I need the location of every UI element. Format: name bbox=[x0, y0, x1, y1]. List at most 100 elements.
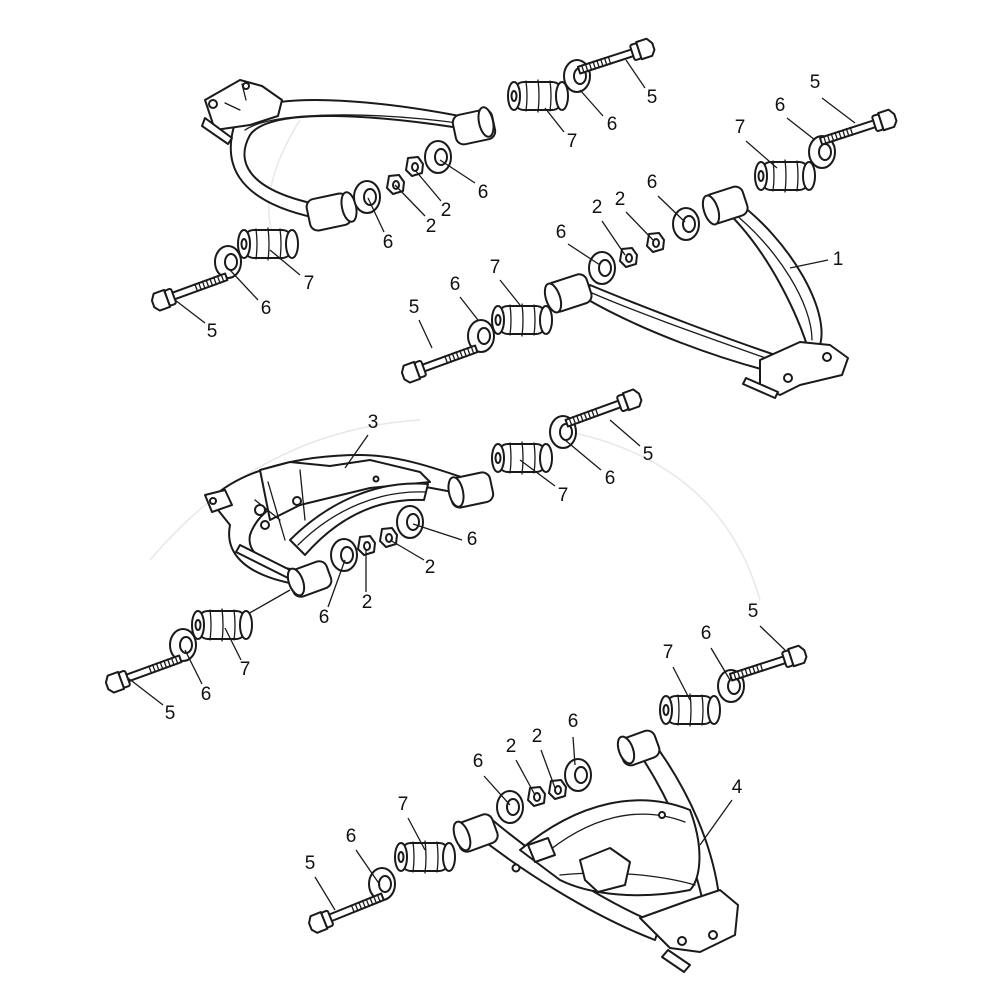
middle-arm bbox=[204, 454, 495, 598]
callout-label-c37: 2 bbox=[532, 726, 543, 747]
callout-label-c33: 5 bbox=[748, 601, 759, 622]
callout-label-c27: 2 bbox=[425, 557, 436, 578]
leader-line-c27 bbox=[389, 539, 425, 561]
leader-line-c29 bbox=[327, 559, 346, 608]
leader-line-c26 bbox=[412, 523, 463, 541]
leader-line-c41 bbox=[407, 817, 426, 851]
leader-line-c6 bbox=[745, 140, 778, 169]
callout-label-c29: 6 bbox=[319, 607, 330, 628]
washer-arm3-b bbox=[330, 538, 358, 572]
upper-arm-front bbox=[543, 185, 849, 399]
nut-arm1-a bbox=[405, 156, 424, 177]
callout-label-c20: 6 bbox=[450, 274, 461, 295]
bolt-arm2-front bbox=[398, 339, 481, 385]
nut-arm4-a bbox=[548, 779, 567, 800]
leader-line-c30 bbox=[224, 627, 242, 661]
washer-arm2-b bbox=[588, 251, 616, 285]
callout-label-c3: 7 bbox=[567, 131, 578, 152]
bolt-arm1-front bbox=[148, 267, 231, 313]
callout-label-c24: 6 bbox=[605, 468, 616, 489]
callout-label-c8: 2 bbox=[441, 200, 452, 221]
leader-line-c35 bbox=[672, 666, 691, 701]
callout-label-c28: 2 bbox=[362, 592, 373, 613]
callout-layer: 5675676226622617657653567622676556762264… bbox=[127, 59, 856, 911]
leader-line-c20 bbox=[459, 296, 479, 321]
leader-line-c9 bbox=[394, 184, 426, 217]
washer-arm1-front bbox=[214, 245, 242, 279]
leader-line-c36 bbox=[572, 736, 576, 766]
leader-line-c5 bbox=[786, 117, 816, 141]
axis-line-arm3 bbox=[245, 589, 291, 616]
leader-line-c32 bbox=[127, 677, 164, 706]
callout-label-c38: 2 bbox=[506, 736, 517, 757]
arm1-front-sleeve bbox=[305, 191, 358, 232]
callout-label-c42: 6 bbox=[346, 826, 357, 847]
leader-line-c19 bbox=[499, 279, 521, 306]
callout-label-c18: 5 bbox=[207, 321, 218, 342]
callout-label-c32: 5 bbox=[165, 703, 176, 724]
leader-line-c16 bbox=[269, 249, 301, 276]
washer-arm3-front bbox=[169, 628, 197, 662]
callout-label-c23: 5 bbox=[643, 444, 654, 465]
callout-label-c9: 2 bbox=[426, 216, 437, 237]
arm1-rear-sleeve bbox=[451, 106, 497, 146]
callout-label-c6: 7 bbox=[735, 117, 746, 138]
bush-arm1-front bbox=[237, 227, 299, 261]
callout-label-c7: 6 bbox=[478, 182, 489, 203]
leader-line-c40 bbox=[699, 799, 733, 846]
nut-arm4-b bbox=[527, 786, 546, 807]
leader-line-c24 bbox=[564, 439, 602, 471]
callout-label-c11: 6 bbox=[647, 172, 658, 193]
leader-line-c12 bbox=[625, 211, 654, 241]
bush-arm3-front bbox=[191, 608, 253, 642]
leader-line-c34 bbox=[710, 647, 731, 681]
callout-label-c4: 5 bbox=[810, 72, 821, 93]
leader-line-c43 bbox=[314, 876, 336, 911]
leader-line-c23 bbox=[609, 419, 641, 447]
leader-line-c7 bbox=[439, 159, 476, 184]
bolt-arm3-front bbox=[102, 649, 185, 695]
washer-arm2-a bbox=[672, 207, 700, 241]
callout-label-c12: 2 bbox=[615, 189, 626, 210]
callout-label-c31: 6 bbox=[201, 684, 212, 705]
callout-label-c21: 5 bbox=[409, 297, 420, 318]
washer-arm4-a bbox=[564, 758, 592, 792]
leader-line-c18 bbox=[174, 299, 206, 324]
bush-arm4-front bbox=[394, 840, 456, 874]
callout-label-c13: 2 bbox=[592, 197, 603, 218]
callout-label-c17: 6 bbox=[261, 298, 272, 319]
callout-label-c19: 7 bbox=[490, 257, 501, 278]
callout-label-c16: 7 bbox=[304, 273, 315, 294]
bush-arm2-rear bbox=[754, 159, 816, 193]
leader-line-c37 bbox=[540, 749, 556, 789]
leader-line-c4 bbox=[821, 97, 856, 124]
upper-arm-rear bbox=[201, 79, 497, 232]
bush-arm2-front bbox=[491, 303, 553, 337]
bush-arm3-rear bbox=[491, 441, 553, 475]
leader-line-c10 bbox=[367, 197, 385, 233]
callout-label-c43: 5 bbox=[305, 853, 316, 874]
leader-line-c8 bbox=[414, 169, 442, 202]
leader-line-c39 bbox=[483, 775, 511, 806]
callout-label-c25: 7 bbox=[558, 485, 569, 506]
callout-label-c30: 7 bbox=[240, 659, 251, 680]
callout-label-c36: 6 bbox=[568, 711, 579, 732]
callout-label-c35: 7 bbox=[663, 642, 674, 663]
callout-label-c40: 4 bbox=[732, 777, 743, 798]
callout-label-c22: 3 bbox=[368, 412, 379, 433]
leader-line-c1 bbox=[625, 59, 646, 89]
nut-arm3-a bbox=[379, 527, 398, 548]
bush-arm1-rear bbox=[507, 79, 569, 113]
leader-line-c42 bbox=[355, 849, 381, 886]
callout-label-c14: 6 bbox=[556, 222, 567, 243]
leader-line-c2 bbox=[579, 89, 604, 117]
callout-label-c1: 5 bbox=[647, 87, 658, 108]
leader-line-c22 bbox=[344, 434, 369, 469]
arm4-front-sleeve bbox=[452, 813, 499, 853]
leader-line-c21 bbox=[418, 319, 433, 349]
callout-label-c15: 1 bbox=[833, 249, 844, 270]
leader-line-c33 bbox=[759, 625, 786, 651]
arm2-front-sleeve bbox=[543, 273, 593, 314]
arm4-rear-sleeve bbox=[616, 729, 661, 767]
